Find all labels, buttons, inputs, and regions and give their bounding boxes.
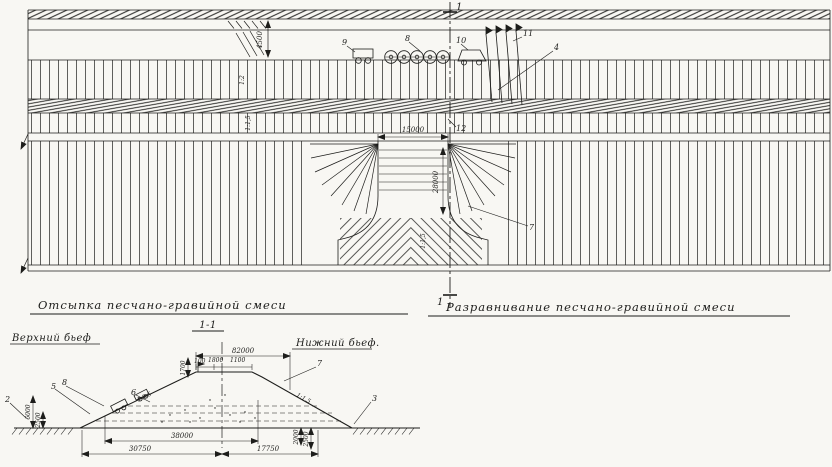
caption-left: Отсыпка песчано-гравийной смеси — [38, 298, 287, 312]
slope-1-2: 1:2 — [239, 75, 246, 85]
cut-mark-bottom: 1 — [437, 297, 443, 308]
section-title: 1-1 — [199, 320, 217, 331]
fill-band-3-left — [28, 141, 310, 265]
embankment-outline — [79, 371, 353, 429]
callout-2: 2 — [4, 395, 10, 404]
herringbone-left — [340, 218, 411, 265]
dim-38000: 38000 — [171, 432, 194, 440]
fan-lines-right — [447, 143, 516, 215]
downstream-label: Нижний бьеф. — [295, 338, 380, 349]
dozer-symbol-2 — [133, 388, 150, 402]
plan-texts: 1 1 9 8 10 11 4 12 7 4500 1:2 1:1,5 1500… — [38, 2, 736, 314]
grader-symbol — [457, 43, 487, 66]
section-texts: 1-1 Верхний бьеф Нижний бьеф. 82000 100 … — [4, 320, 380, 453]
slope-1-15-center: 1:1,5 — [420, 233, 427, 249]
section-view — [9, 330, 420, 457]
callout-8-section: 8 — [62, 378, 67, 387]
callout-12: 12 — [456, 124, 466, 133]
dim-6000: 6000 — [25, 404, 32, 419]
fill-texture-dots — [161, 394, 256, 423]
ground-hatch-right — [352, 427, 415, 435]
slope-tick-marks — [227, 20, 271, 58]
plan-view — [20, 2, 831, 317]
plan-edge-arrows — [20, 133, 29, 274]
dim-30750: 30750 — [129, 445, 152, 453]
callout-8: 8 — [405, 34, 410, 43]
slope-1-15-left: 1:1,5 — [245, 115, 252, 131]
fill-band-2 — [28, 113, 830, 133]
dim-4500: 4500 — [256, 31, 264, 50]
dim-1800: 1800 — [208, 357, 223, 364]
dim-1700: 1700 — [180, 360, 187, 375]
dim-28000: 28000 — [432, 170, 440, 194]
callout-9: 9 — [342, 38, 347, 47]
dim-17750: 17750 — [257, 445, 280, 453]
top-edge-hatch-band — [28, 10, 830, 19]
callout-4: 4 — [553, 43, 559, 52]
dim-82000: 82000 — [232, 347, 255, 355]
fan-lines-left — [310, 143, 379, 215]
callout-11: 11 — [523, 29, 533, 38]
callout-7-section: 7 — [317, 359, 323, 368]
callout-6: 6 — [131, 388, 136, 397]
cut-mark-top: 1 — [456, 2, 462, 13]
dim-2500-right: 2500 — [303, 431, 310, 447]
layer-lines — [96, 405, 344, 422]
dim-2500-left: 2500 — [35, 412, 42, 428]
fill-band-3-right — [500, 141, 830, 265]
callout-7-leader — [467, 205, 529, 227]
dense-berm-band — [28, 99, 830, 113]
section-leaders — [9, 366, 372, 425]
ground-hatch-left — [11, 427, 74, 435]
callout-10: 10 — [456, 36, 466, 45]
caption-right: Разравнивание песчано-гравийной смеси — [445, 300, 736, 314]
section-cut-line — [443, 2, 457, 308]
dozer-symbol-1 — [110, 398, 129, 414]
ramp-treads — [379, 149, 447, 191]
callout-7-plan: 7 — [529, 223, 535, 232]
dim-1100: 1100 — [230, 357, 245, 364]
section-dimensions — [30, 352, 319, 457]
dim-2000: 2000 — [293, 429, 300, 445]
truck-symbol — [346, 45, 374, 64]
roller-train-symbol — [384, 41, 450, 64]
stake-symbols — [447, 23, 554, 128]
callout-5: 5 — [51, 382, 56, 391]
fill-band-1 — [28, 60, 830, 99]
upstream-label: Верхний бьеф — [11, 333, 91, 344]
dim-15000: 15000 — [402, 126, 425, 134]
herringbone-right — [411, 218, 482, 265]
dim-100: 100 — [194, 358, 206, 365]
slope-left-label: 1:2,5 — [136, 391, 153, 404]
slope-right-label: 1:1,5 — [295, 392, 312, 406]
callout-3: 3 — [372, 394, 377, 403]
